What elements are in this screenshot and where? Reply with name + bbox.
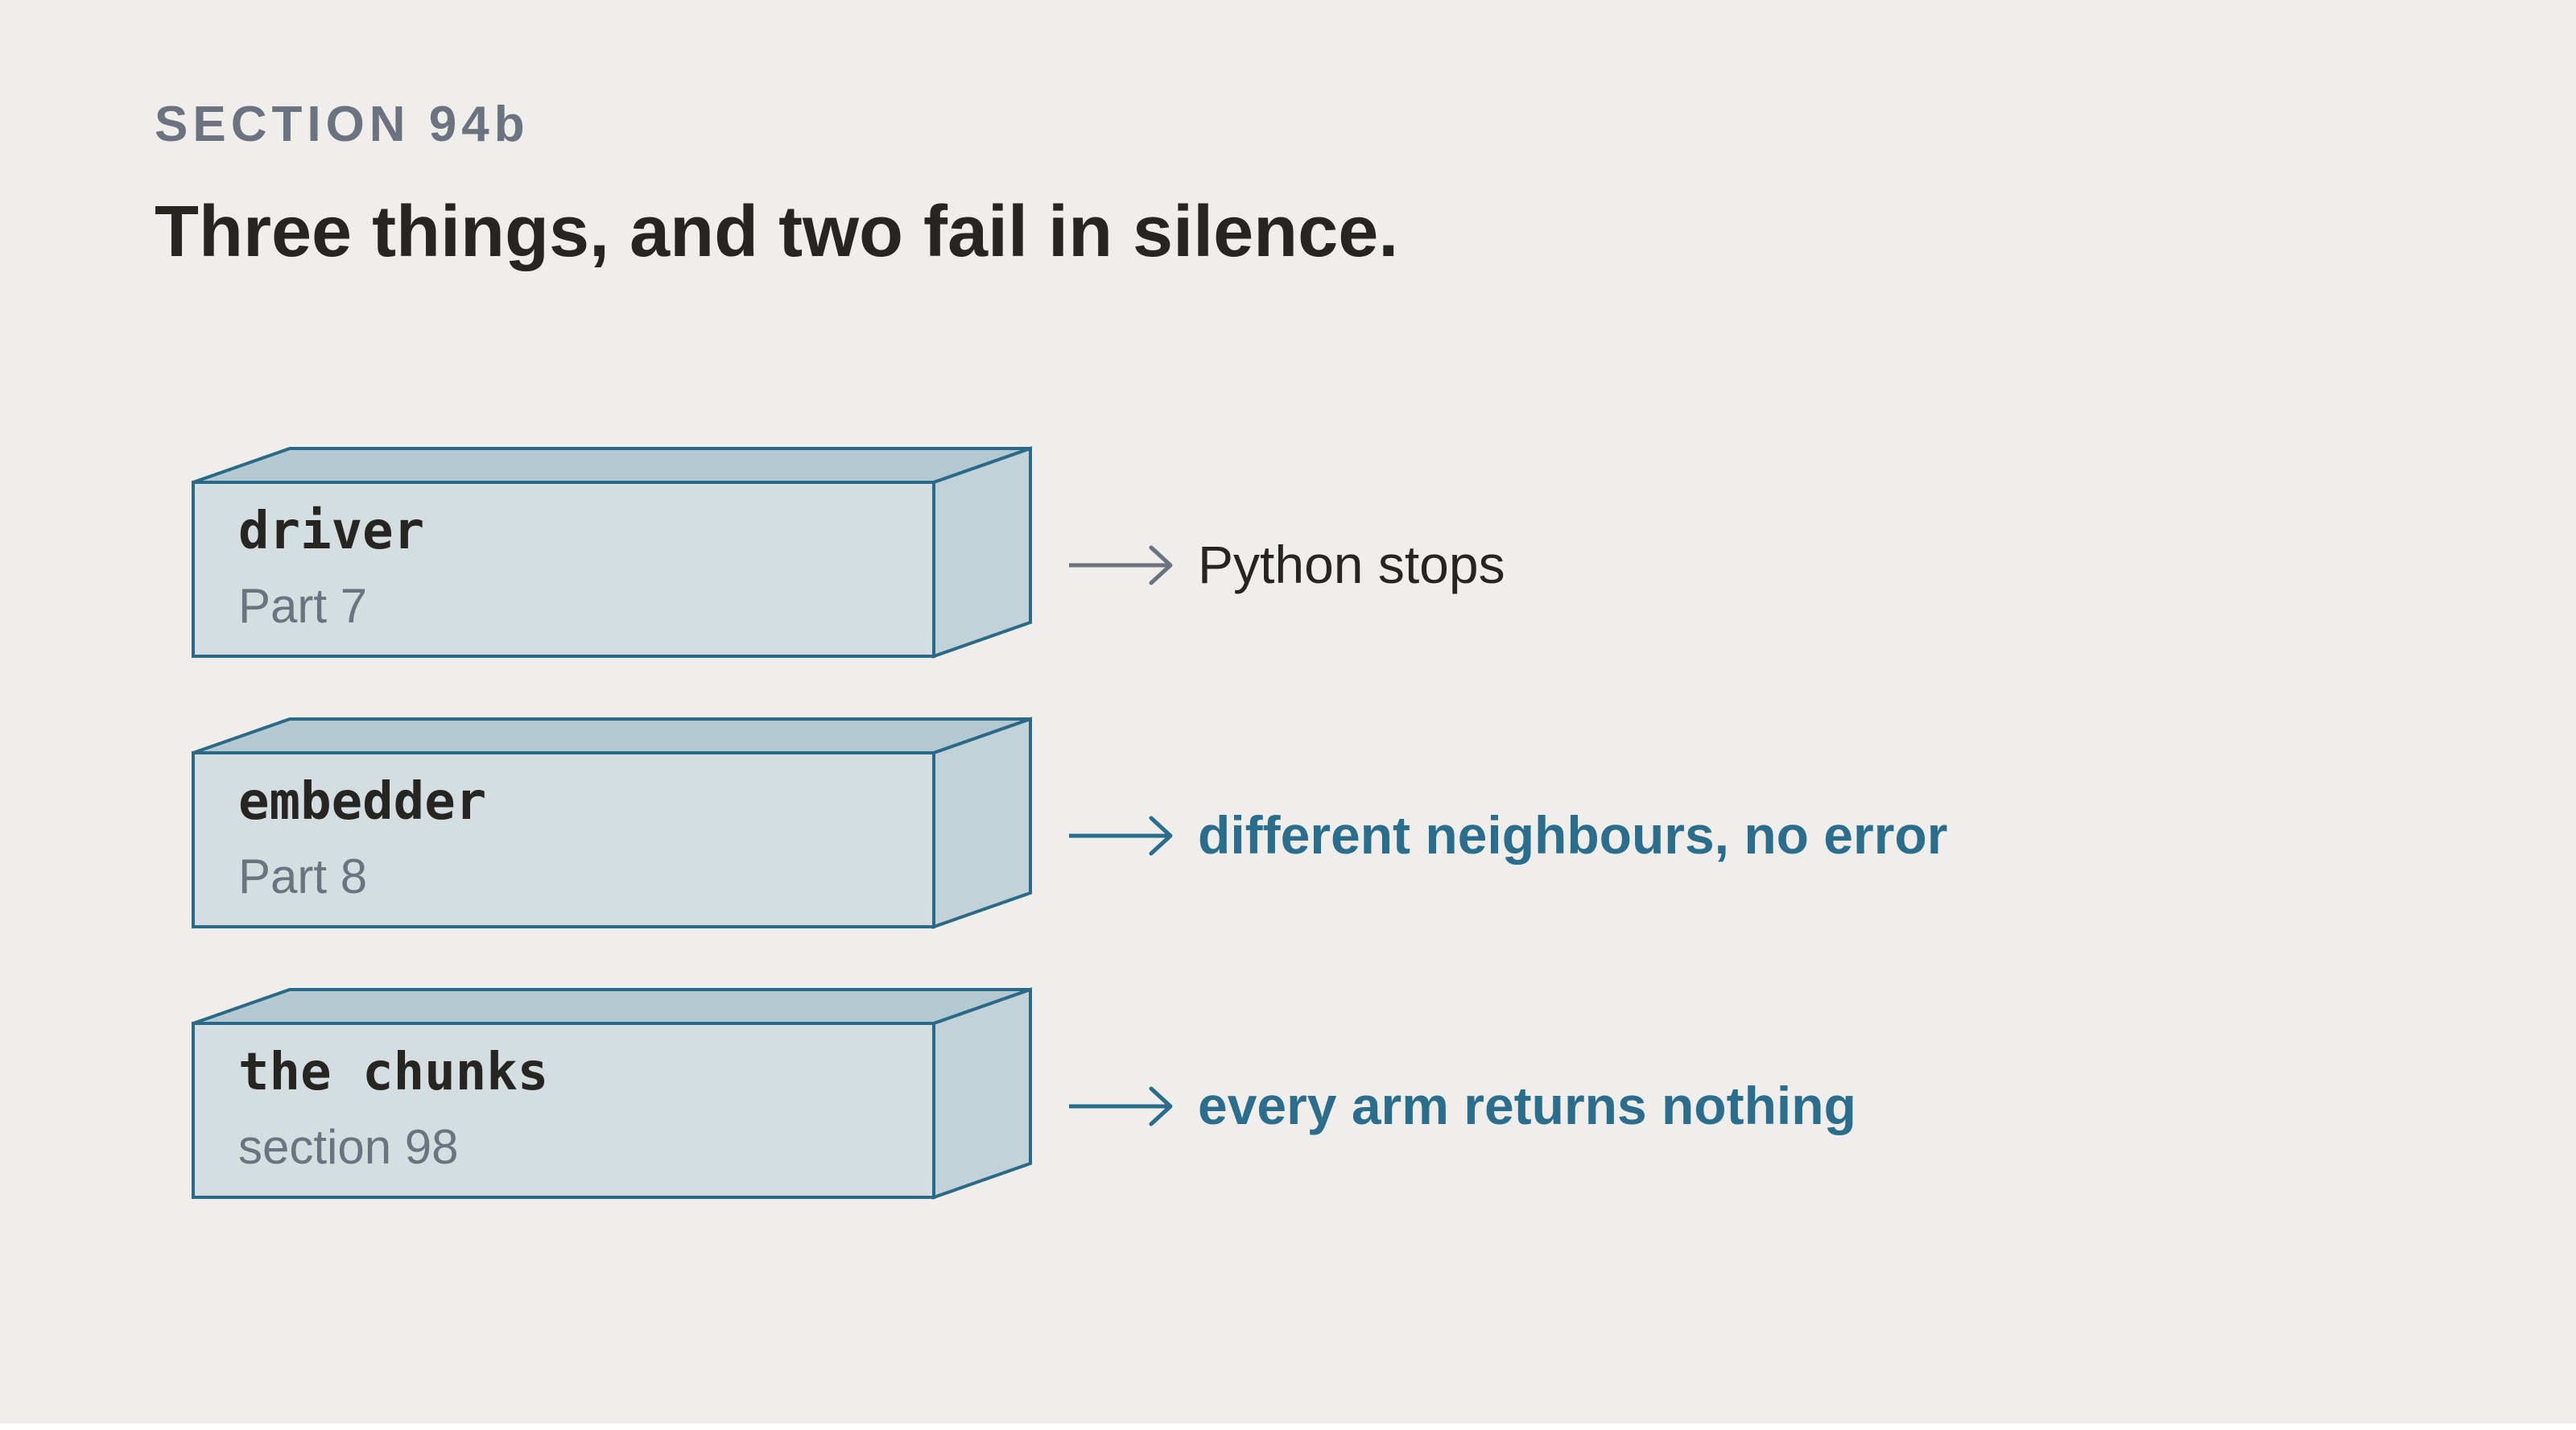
component-ref: Part 7 [238, 579, 367, 633]
box-side-face [932, 446, 1032, 659]
box-front-face [192, 481, 935, 658]
box-front-face [192, 1022, 935, 1199]
box-front-face [192, 751, 935, 928]
outcome-label: different neighbours, no error [1198, 805, 1947, 865]
outcome-label: every arm returns nothing [1198, 1076, 1856, 1135]
component-ref: section 98 [238, 1120, 459, 1174]
arrow-head [1149, 1086, 1173, 1126]
component-name: embedder [238, 772, 486, 832]
arrow-head [1149, 816, 1173, 856]
box-side-face [932, 717, 1032, 929]
arrow-head [1149, 545, 1173, 585]
component-name: driver [238, 502, 424, 561]
box-top-face [192, 447, 1031, 484]
outcome-label: Python stops [1198, 535, 1505, 594]
page-title: Three things, and two fail in silence. [155, 192, 1399, 272]
component-ref: Part 8 [238, 849, 367, 903]
box-3: the chunks section 98 every arm returns no… [192, 987, 1856, 1200]
section-label: SECTION 94b [155, 97, 530, 152]
component-name: the chunks [238, 1043, 548, 1102]
box-side-face [932, 987, 1032, 1200]
box-top-face [192, 988, 1031, 1025]
box-top-face [192, 717, 1031, 754]
